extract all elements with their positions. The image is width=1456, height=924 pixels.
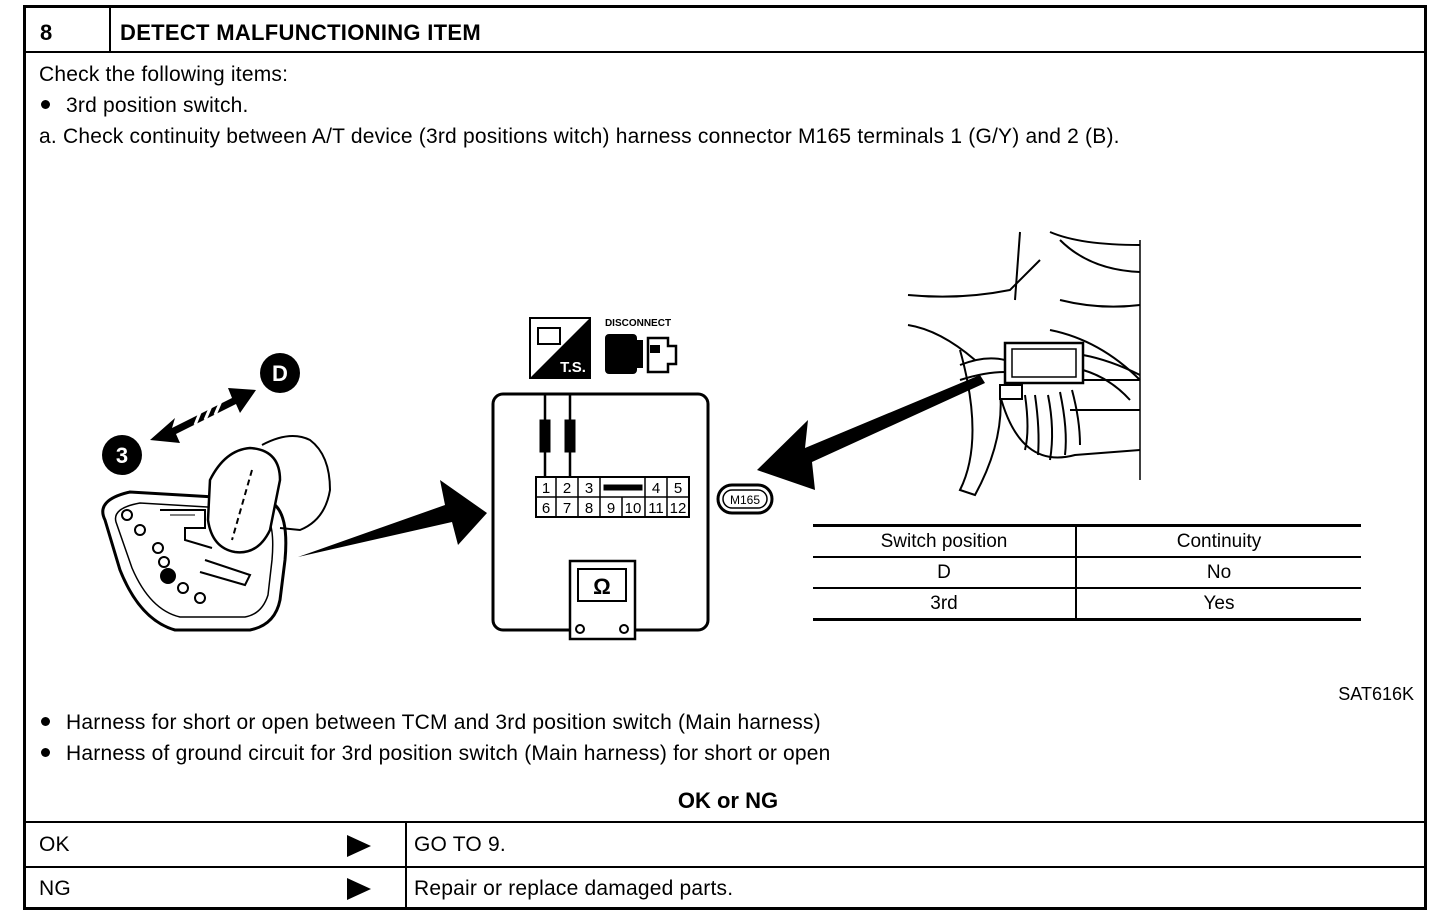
terminal-label: 4 [652, 480, 660, 497]
ng-label: NG [39, 877, 71, 900]
result-column-divider [405, 821, 407, 910]
harness-connector-illustration [907, 231, 1141, 497]
table-cell: No [1076, 557, 1361, 589]
gear-3-marker: 3 [102, 435, 142, 475]
bullet-text: Harness for short or open between TCM an… [66, 711, 821, 734]
table-cell: Yes [1076, 588, 1361, 621]
table-row: 3rd Yes [813, 588, 1361, 621]
gear-d-marker: D [260, 353, 300, 393]
terminal-label: 10 [625, 500, 642, 517]
table-header-row: Switch position Continuity [813, 524, 1361, 558]
disconnect-icon: DISCONNECT [605, 318, 678, 374]
terminal-label: 9 [607, 500, 615, 517]
table-cell: D [813, 557, 1077, 589]
circuit-box [491, 392, 710, 641]
bullet-icon [41, 716, 50, 726]
double-arrow-icon [150, 388, 256, 443]
figure-reference: SAT616K [1338, 684, 1414, 704]
header-divider [23, 51, 1427, 53]
gear-d-label: D [272, 361, 288, 386]
table-header-cell: Switch position [813, 524, 1077, 558]
terminal-label: 6 [542, 500, 550, 517]
ng-action: Repair or replace damaged parts. [414, 877, 734, 900]
step-number: 8 [26, 8, 111, 52]
test-switch-icon: T.S. [529, 317, 591, 379]
connector-label: M165 [730, 493, 760, 507]
bullet-text: Harness of ground circuit for 3rd positi… [66, 742, 831, 765]
result-divider-top [23, 821, 1427, 823]
step-title: DETECT MALFUNCTIONING ITEM [120, 20, 481, 45]
bullet-text: 3rd position switch. [66, 94, 249, 117]
terminal-label: 3 [585, 480, 593, 497]
terminal-label: 7 [563, 500, 571, 517]
ohm-label: Ω [593, 574, 611, 599]
result-question: OK or NG [677, 788, 779, 813]
bullet-item: Harness of ground circuit for 3rd positi… [41, 742, 831, 766]
bullet-icon [41, 747, 50, 757]
shifter-illustration [101, 435, 332, 632]
bullet-icon [41, 99, 50, 109]
disconnect-label: DISCONNECT [605, 318, 671, 329]
terminal-label: 1 [542, 480, 550, 497]
gear-3-label: 3 [116, 443, 128, 468]
table-cell: 3rd [813, 588, 1077, 621]
bullet-item: Harness for short or open between TCM an… [41, 711, 821, 735]
terminal-label: 8 [585, 500, 593, 517]
ts-label: T.S. [560, 359, 586, 376]
connector-badge: M165 [716, 483, 774, 515]
ok-action: GO TO 9. [414, 833, 506, 856]
ok-arrow-icon [347, 835, 371, 857]
table-header-cell: Continuity [1076, 524, 1361, 558]
arrow-right-icon [298, 480, 487, 557]
intro-line: Check the following items: [39, 63, 289, 86]
step-a-text: a. Check continuity between A/T device (… [39, 125, 1120, 148]
table-row: D No [813, 557, 1361, 589]
terminal-label: 12 [670, 500, 687, 517]
result-divider-mid [23, 866, 1427, 868]
terminal-label: 2 [563, 480, 571, 497]
continuity-table: Switch position Continuity D No 3rd Yes [813, 524, 1361, 621]
terminal-label: 11 [648, 500, 664, 517]
ng-arrow-icon [347, 878, 371, 900]
terminal-label: 5 [674, 480, 682, 497]
procedure-frame [23, 5, 1427, 910]
arrow-left-icon [757, 375, 985, 490]
bullet-item: 3rd position switch. [41, 94, 249, 118]
terminal-numbers: 1 2 3 4 5 6 7 8 9 10 11 12 [542, 480, 687, 517]
ok-label: OK [39, 833, 70, 856]
